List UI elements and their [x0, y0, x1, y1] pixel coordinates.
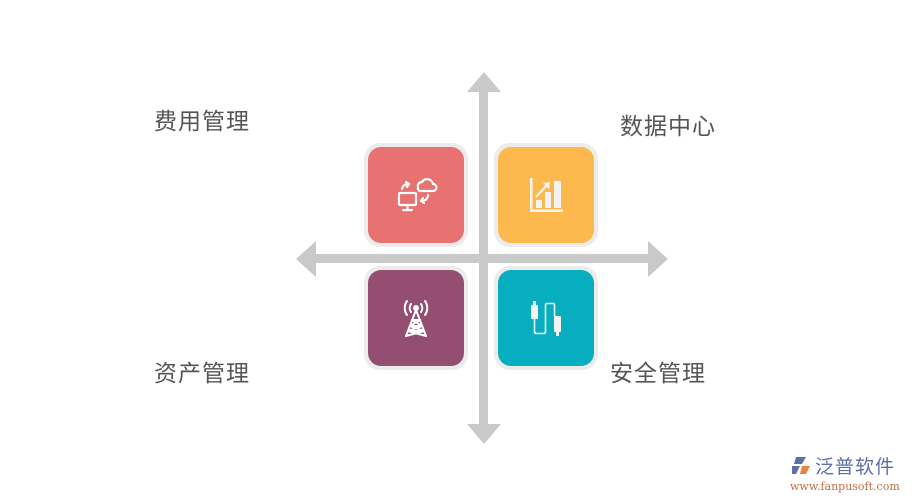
- label-top-right: 数据中心: [620, 114, 716, 140]
- label-bottom-right: 安全管理: [610, 361, 706, 387]
- tile-bottom-left-inner: [368, 270, 464, 366]
- tile-top-left-inner: [368, 147, 464, 243]
- cloud-sync-icon: [397, 178, 438, 212]
- bar-chart-growth-icon: [530, 178, 563, 212]
- arrow-left-icon: [296, 241, 316, 277]
- brand-name: 泛普软件: [815, 456, 896, 478]
- label-top-left: 费用管理: [154, 109, 250, 135]
- label-bottom-left: 资产管理: [154, 361, 250, 387]
- tile-top-right-inner: [498, 147, 594, 243]
- signal-tower-icon: [403, 300, 429, 337]
- arrow-right-icon: [648, 241, 668, 277]
- tile-top-left: [364, 143, 468, 247]
- tile-bottom-left: [364, 266, 468, 370]
- horizontal-axis: [314, 254, 650, 263]
- brand-logo-icon: [792, 456, 810, 474]
- watermark-logo: 泛普软件 www.fanpusoft.com: [790, 452, 900, 493]
- tile-top-right: [494, 143, 598, 247]
- tile-bottom-right: [494, 266, 598, 370]
- tile-bottom-right-inner: [498, 270, 594, 366]
- brand-url: www.fanpusoft.com: [790, 480, 900, 493]
- usb-cable-icon: [531, 301, 561, 336]
- arrow-down-icon: [467, 424, 501, 444]
- arrow-up-icon: [467, 72, 501, 92]
